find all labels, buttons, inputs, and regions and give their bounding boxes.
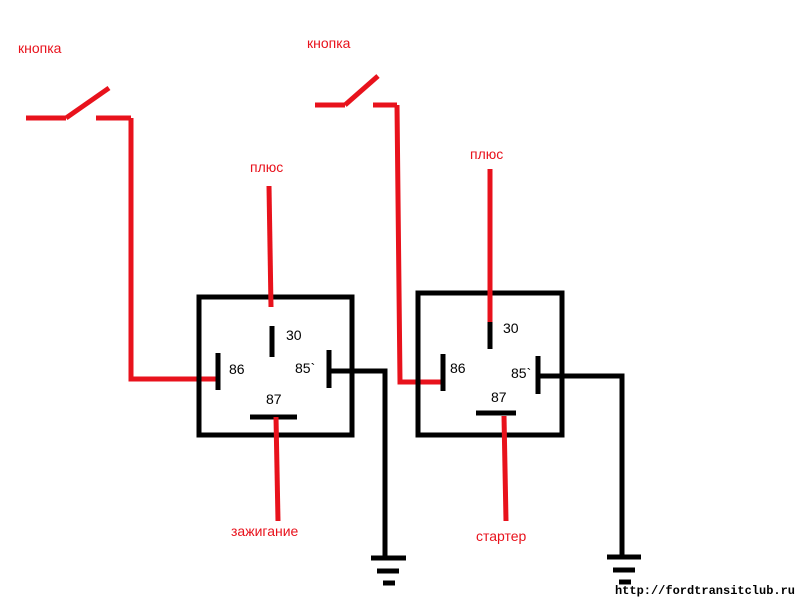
label-button-right: кнопка [307, 35, 351, 51]
ground-symbol-left [371, 555, 406, 586]
pin30-label-left: 30 [286, 327, 302, 343]
wire-plus-left [266, 185, 274, 308]
label-plus-left: плюс [250, 159, 283, 175]
pin87-label-right: 87 [491, 389, 507, 405]
label-ignition: зажигание [231, 523, 299, 539]
wire-ignition-left [273, 416, 281, 522]
switch-lever-right [343, 74, 380, 107]
right-circuit: кнопка плюс стартер 30 86 85` 87 [307, 35, 641, 585]
label-button-left: кнопка [18, 40, 62, 56]
pin85-label-left: 85` [295, 360, 315, 376]
button-switch-right [315, 74, 397, 108]
site-watermark: http://fordtransitclub.ru [615, 584, 795, 598]
wire-starter-right [501, 415, 509, 522]
label-plus-right: плюс [470, 146, 503, 162]
wire-button-to-86-left [128, 118, 207, 382]
left-circuit: кнопка плюс зажигание 30 86 85` 87 [18, 40, 406, 586]
switch-lever-left [64, 85, 111, 121]
ground-symbol-right [607, 554, 641, 585]
pin30-label-right: 30 [503, 320, 519, 336]
pin85-label-right: 85` [511, 365, 531, 381]
button-switch-left [26, 85, 131, 121]
wire-85-to-ground-left [329, 368, 388, 556]
pin87-label-left: 87 [266, 391, 282, 407]
wire-85-to-ground-right [538, 373, 625, 556]
pin86-label-left: 86 [229, 361, 245, 377]
wire-button-to-86-right [394, 104, 443, 385]
pin86-label-right: 86 [450, 360, 466, 376]
label-starter: стартер [476, 528, 527, 544]
